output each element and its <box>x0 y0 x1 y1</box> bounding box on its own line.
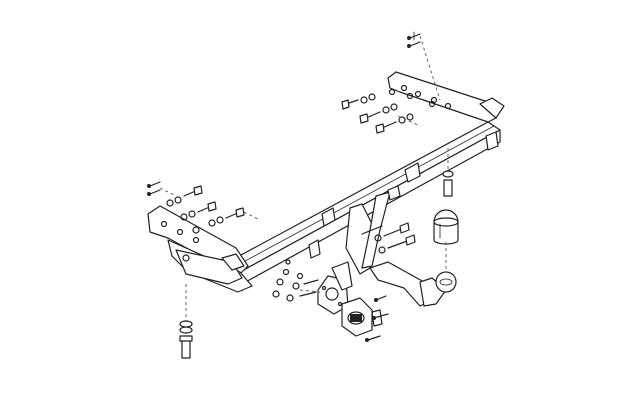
left-mounting-bracket <box>147 205 253 293</box>
crossbar-tube <box>227 121 501 285</box>
bolt-group-socket <box>272 259 389 342</box>
tow-ball-neck <box>345 185 457 307</box>
bolt-group-center <box>361 222 416 254</box>
tow-ball-cap <box>433 209 459 245</box>
right-mounting-bracket <box>387 71 505 151</box>
bolt-group-right-vertical <box>442 170 454 197</box>
assembly-lines <box>159 35 449 322</box>
electrical-socket <box>341 297 383 337</box>
bolt-group-left <box>147 181 245 234</box>
bolt-group-top <box>407 31 421 48</box>
socket-plate <box>317 261 353 315</box>
bolt-group-lower-left <box>179 320 193 359</box>
bolt-group-upper-right <box>341 88 436 134</box>
bolt-set <box>147 31 454 359</box>
